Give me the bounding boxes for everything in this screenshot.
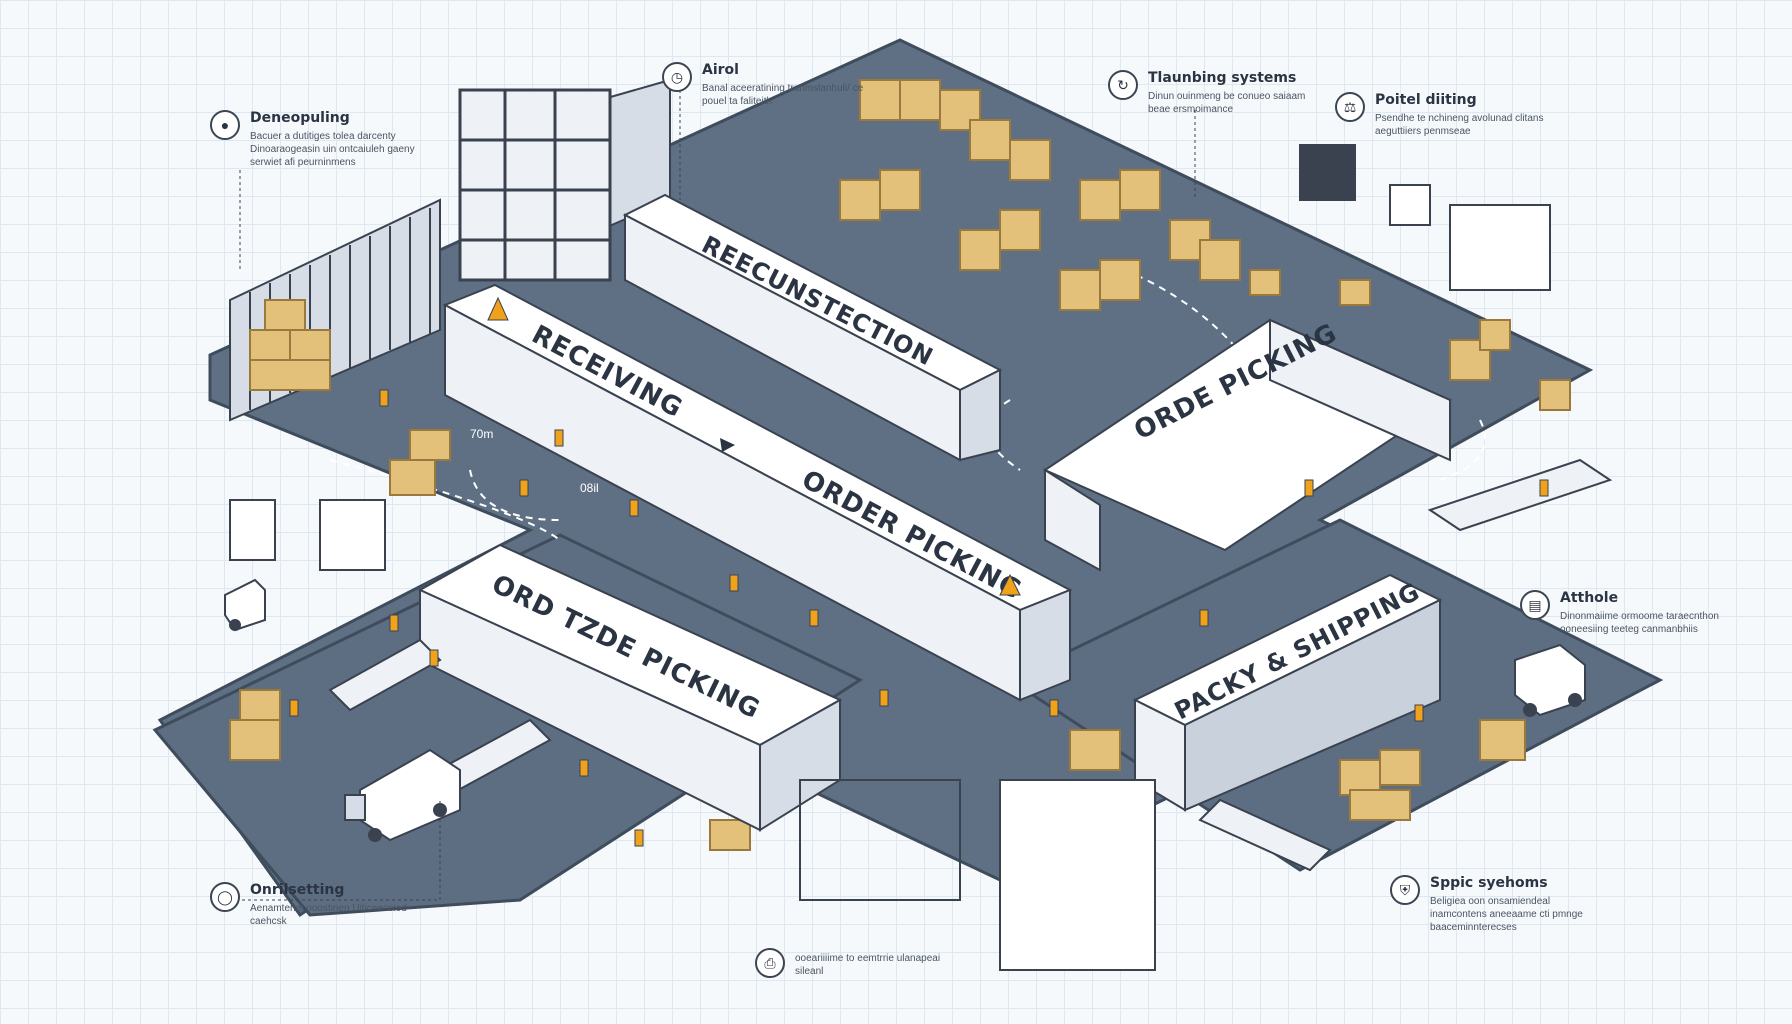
delivery-truck [1514, 643, 1586, 717]
printer-icon: ⎙ [755, 948, 785, 978]
warning-cone-icon [487, 296, 509, 321]
callout-tracking: ↻ Tlaunbing systems Dinun ouinmeng be co… [1108, 70, 1318, 116]
callout-leaders [230, 90, 1196, 901]
warning-cone-icon [999, 573, 1021, 596]
callout-desc: Psendhe te nchineng avolunad clitans aeg… [1375, 113, 1544, 137]
ring-icon: ◯ [210, 882, 240, 912]
callout-title: Sppic syehoms [1430, 875, 1548, 891]
callout-attribute: ▤ Atthole Dinonmaiime ormoome taraecntho… [1520, 590, 1730, 636]
callout-title: Onrilsetting [250, 882, 345, 898]
scale-icon: ⚖ [1335, 92, 1365, 122]
callout-title: Poitel diiting [1375, 92, 1477, 108]
callout-portal: ⚖ Poitel diiting Psendhe te nchineng avo… [1335, 92, 1545, 138]
delivery-truck [224, 578, 266, 632]
pallet-boxes [229, 79, 1571, 851]
doc-icon: ▤ [1520, 590, 1550, 620]
callout-onsetting: ◯ Onrilsetting Aenamtenal ooostinen Uiti… [210, 882, 420, 928]
callout-desc: Aenamtenal ooostinen Uiticeeceiod caehcs… [250, 903, 407, 927]
callout-decoupling: ● Deneopuling Bacuer a dutitiges tolea d… [210, 110, 420, 169]
callout-desc: Dinun ouinmeng be conueo saiaam beae ers… [1148, 91, 1306, 115]
floor-mark-a: 70m [470, 427, 493, 441]
callout-title: Deneopuling [250, 110, 350, 126]
shield-icon: ⛨ [1390, 875, 1420, 905]
callout-bottom: ⎙ ooeariiiime to eemtrrie ulanapeai sile… [755, 948, 965, 978]
floor-mark-b: 08il [580, 481, 599, 495]
callout-airol: ◷ Airol Banal aceeratining tranmslanhuli… [662, 62, 872, 108]
clock-icon: ◷ [662, 62, 692, 92]
callout-shipping-systems: ⛨ Sppic syehoms Beligiea oon onsamiendea… [1390, 875, 1600, 934]
callout-desc: Bacuer a dutitiges tolea darcenty Dinoar… [250, 131, 415, 168]
route-icon: ↻ [1108, 70, 1138, 100]
callout-title: Airol [702, 62, 739, 78]
callout-desc: Banal aceeratining tranmslanhuli/ ce pou… [702, 83, 864, 107]
direction-arrow [720, 438, 735, 452]
wall-display [229, 144, 1551, 971]
worker-figures [289, 389, 1549, 847]
person-icon: ● [210, 110, 240, 140]
delivery-truck [344, 748, 461, 842]
receiving-building: RECEIVING ORDER PICKING [442, 283, 1073, 702]
callout-desc: Dinonmaiime ormoome taraecnthon ooneesii… [1560, 611, 1719, 635]
callout-title: Tlaunbing systems [1148, 70, 1297, 86]
callout-title: Atthole [1560, 590, 1619, 606]
callout-desc: ooeariiiime to eemtrrie ulanapeai silean… [795, 953, 941, 977]
storage-rack [458, 88, 612, 282]
callout-desc: Beligiea oon onsamiendeal inamcontens an… [1430, 896, 1583, 933]
